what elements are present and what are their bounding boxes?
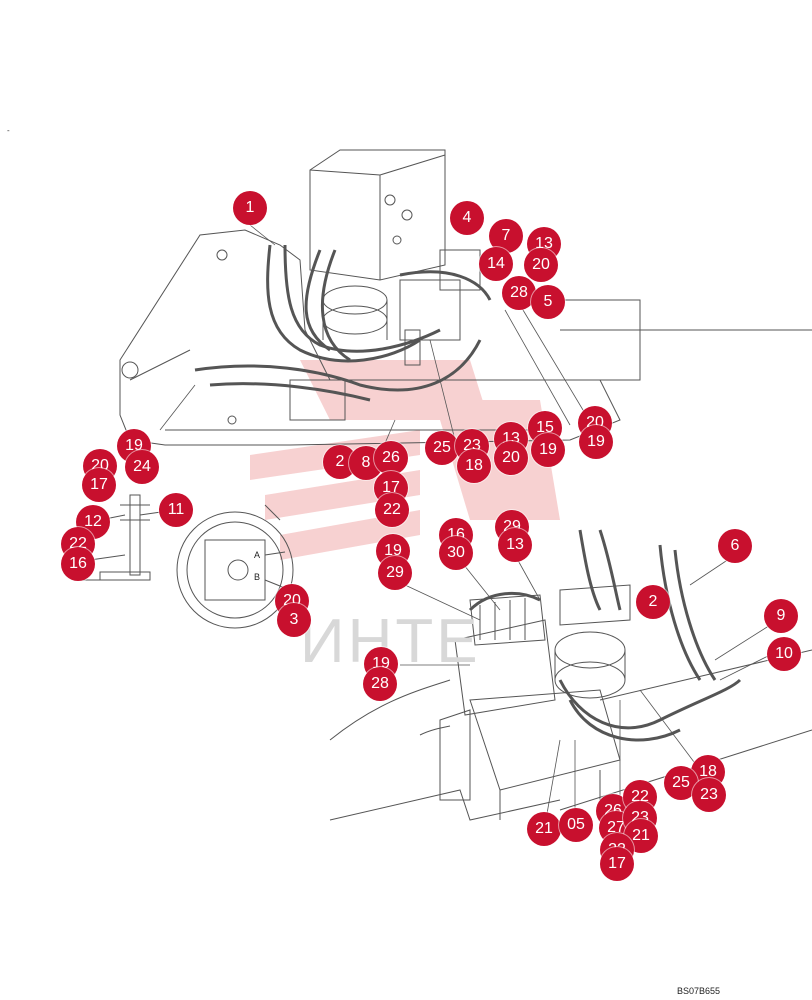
callout-18: 18 <box>457 449 491 483</box>
callout-14: 14 <box>479 247 513 281</box>
drawing-code: BS07B655 <box>676 986 720 996</box>
callout-25: 25 <box>425 431 459 465</box>
callout-17: 17 <box>600 847 634 881</box>
callout-05: 05 <box>559 808 593 842</box>
callout-20: 20 <box>494 441 528 475</box>
lower-leader-lines <box>400 554 776 826</box>
callout-30: 30 <box>439 536 473 570</box>
callout-17: 17 <box>82 468 116 502</box>
callout-19: 19 <box>531 433 565 467</box>
upper-frame <box>119 229 812 446</box>
callout-5: 5 <box>531 285 565 319</box>
upper-hoses <box>194 244 492 402</box>
callout-28: 28 <box>363 667 397 701</box>
callout-2: 2 <box>636 585 670 619</box>
callout-4: 4 <box>450 201 484 235</box>
callout-21: 21 <box>527 812 561 846</box>
callout-3: 3 <box>277 603 311 637</box>
callout-22: 22 <box>375 493 409 527</box>
upper-leader-lines <box>159 224 596 456</box>
callout-23: 23 <box>692 778 726 812</box>
lower-hoses <box>468 529 742 742</box>
bracket-detail <box>80 494 176 581</box>
callout-1: 1 <box>233 191 267 225</box>
callout-6: 6 <box>718 529 752 563</box>
callout-16: 16 <box>61 547 95 581</box>
callout-20: 20 <box>524 248 558 282</box>
callout-24: 24 <box>125 450 159 484</box>
callout-10: 10 <box>767 637 801 671</box>
callout-26: 26 <box>374 441 408 475</box>
motor-port-detail <box>176 504 294 629</box>
port-a-label: A <box>254 550 260 560</box>
callout-29: 29 <box>378 556 412 590</box>
callout-13: 13 <box>498 528 532 562</box>
callout-11: 11 <box>159 493 193 527</box>
port-b-label: B <box>254 572 260 582</box>
callout-19: 19 <box>579 425 613 459</box>
control-valve-block <box>454 584 631 716</box>
callout-28: 28 <box>502 276 536 310</box>
callout-12: 12 <box>76 505 110 539</box>
stray-mark: - <box>7 126 10 135</box>
callout-9: 9 <box>764 599 798 633</box>
